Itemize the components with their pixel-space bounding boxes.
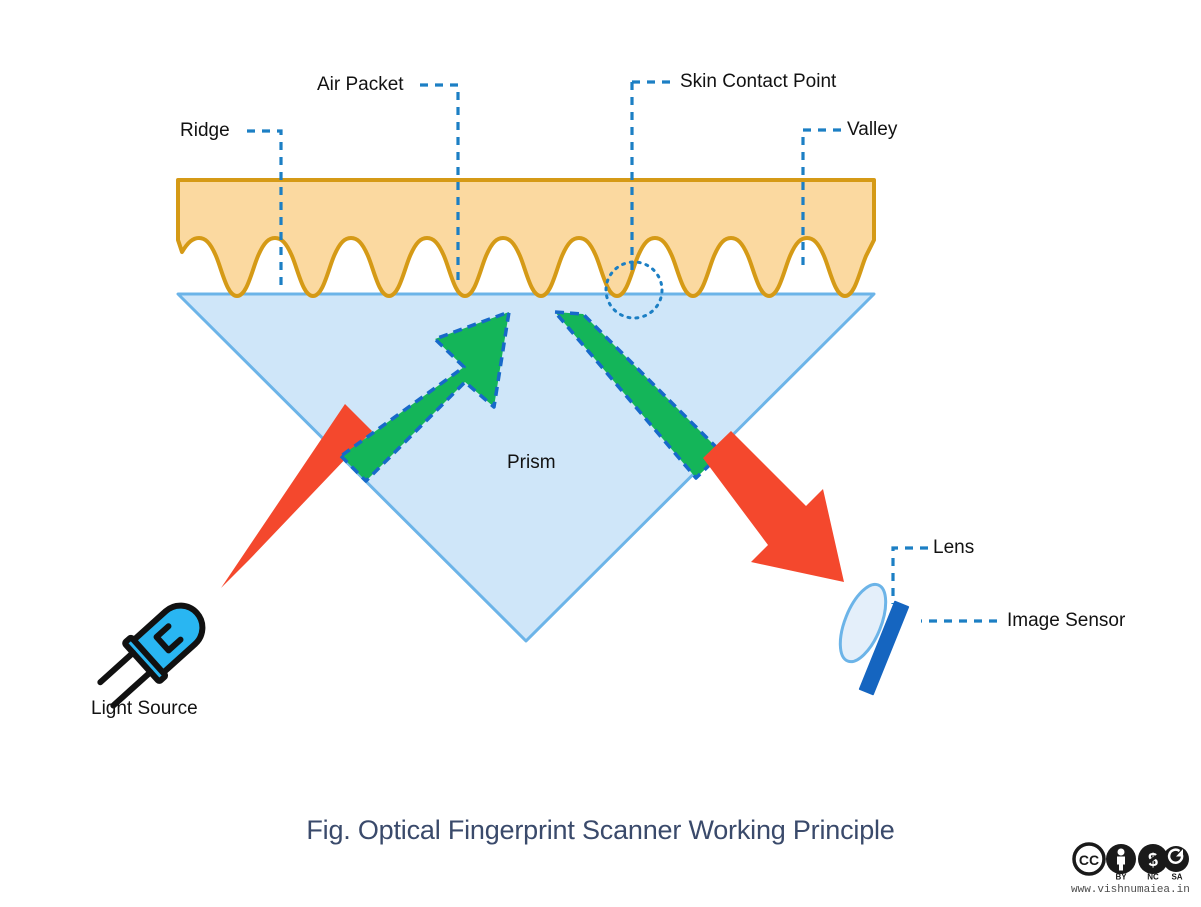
cc-icon: CC: [1072, 842, 1106, 876]
cc-label-nc: NC: [1147, 873, 1159, 882]
led-light-source-icon: [97, 602, 206, 709]
nc-noncommercial-icon: $: [1138, 844, 1168, 874]
internal-reflection-beam-up: [339, 310, 511, 483]
led-leg-2: [110, 669, 154, 709]
label-image-sensor: Image Sensor: [1007, 610, 1126, 631]
label-light-source: Light Source: [91, 698, 198, 719]
svg-text:CC: CC: [1079, 852, 1099, 868]
red-beam-in: [221, 404, 372, 588]
led-die-detail: [153, 623, 184, 654]
leader-line-ridge: [247, 129, 283, 290]
label-valley: Valley: [847, 119, 898, 140]
sa-sharealike-icon: [1163, 846, 1189, 872]
label-air-packet: Air Packet: [317, 74, 404, 95]
label-ridge: Ridge: [180, 120, 230, 141]
reflected-light-beam-red: [703, 431, 844, 582]
green-beam-down: [553, 310, 724, 480]
leader-line-air-packet: [420, 83, 460, 281]
figure-caption: Fig. Optical Fingerprint Scanner Working…: [306, 815, 895, 845]
leader-line-valley: [801, 128, 841, 270]
lens-ellipse: [838, 582, 888, 664]
label-prism: Prism: [507, 452, 556, 473]
label-lens: Lens: [933, 537, 975, 558]
led-flange: [122, 634, 169, 684]
internal-reflection-beam-down: [553, 310, 724, 480]
red-beam-out-arrow: [703, 431, 844, 582]
attribution-url[interactable]: www.vishnumaiea.in: [1071, 884, 1190, 896]
image-sensor-element: [858, 600, 910, 696]
leader-line-lens: [891, 546, 928, 604]
lens-element: [838, 582, 888, 664]
cc-badge-icons: CC $ BY NC SA: [1071, 841, 1189, 881]
led-leg-1: [97, 649, 137, 686]
skin-contact-point-highlight-circle: [604, 260, 664, 320]
cc-label-by: BY: [1115, 873, 1127, 882]
cc-label-sa: SA: [1171, 873, 1182, 882]
label-skin-contact-point: Skin Contact Point: [680, 71, 837, 92]
incident-light-beam-red: [221, 404, 372, 588]
creative-commons-license-badge: CC $ BY NC SA: [1071, 841, 1189, 897]
leader-lines-group: [247, 80, 997, 623]
green-arrow-up: [339, 310, 511, 483]
by-attribution-icon: [1106, 844, 1136, 874]
image-sensor-bar: [858, 600, 910, 696]
